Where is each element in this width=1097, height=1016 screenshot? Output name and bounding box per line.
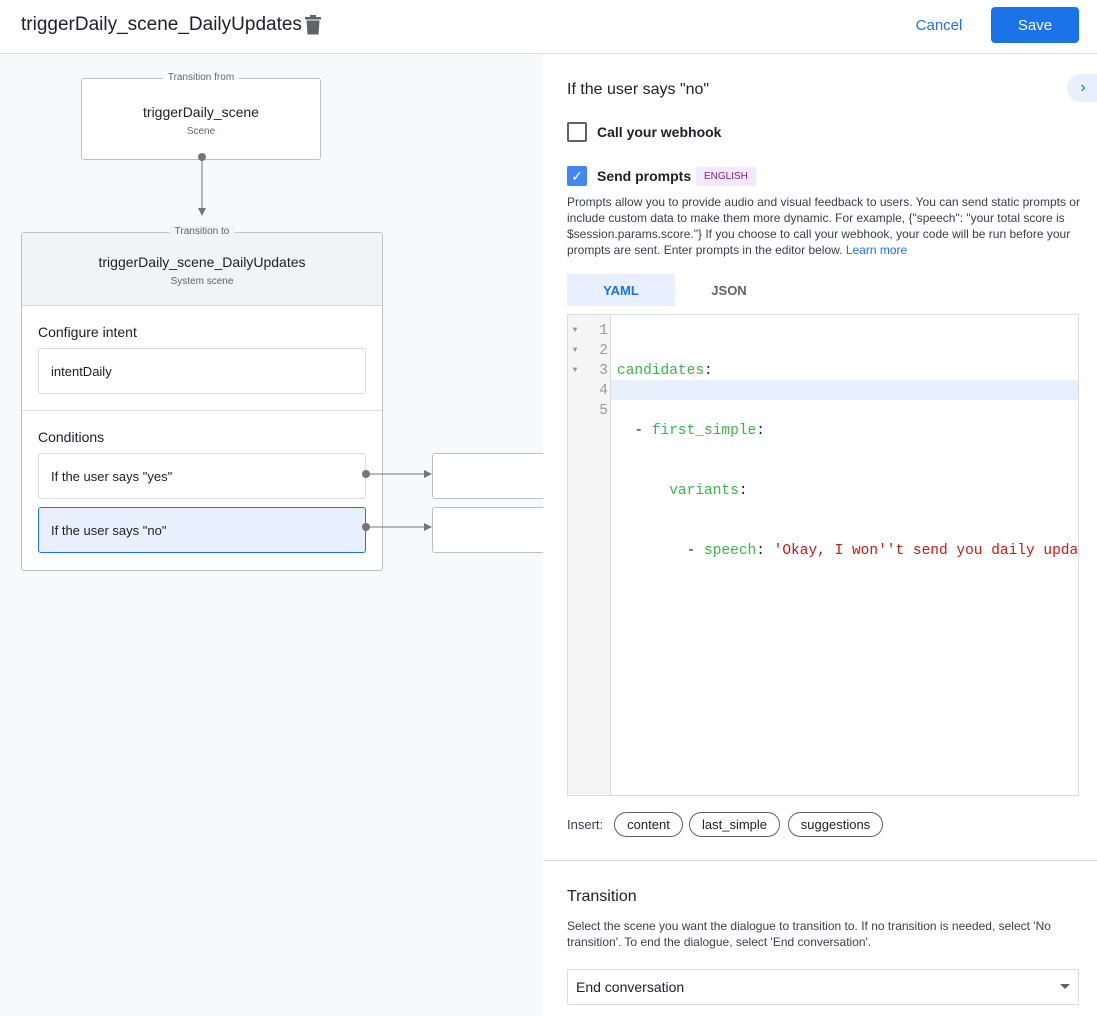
trash-icon[interactable] bbox=[304, 14, 322, 36]
cancel-button[interactable]: Cancel bbox=[905, 8, 973, 42]
condition-no[interactable]: If the user says "no" bbox=[38, 507, 366, 553]
header: triggerDaily_scene_DailyUpdates Cancel S… bbox=[0, 0, 1097, 54]
send-prompts-label: Send prompts bbox=[597, 168, 692, 184]
details-panel: › If the user says "no" Call your webhoo… bbox=[543, 54, 1097, 1016]
intent-field[interactable]: intentDaily bbox=[38, 348, 366, 394]
code-editor[interactable]: ▼1 ▼2 ▼3 4 5 candidates: - first_simple:… bbox=[567, 314, 1079, 796]
condition-yes[interactable]: If the user says "yes" bbox=[38, 453, 366, 499]
page-title: triggerDaily_scene_DailyUpdates bbox=[21, 14, 302, 35]
transition-heading: Transition bbox=[567, 888, 637, 905]
language-badge: ENGLISH bbox=[696, 167, 756, 186]
transition-description: Select the scene you want the dialogue t… bbox=[567, 919, 1051, 949]
scene-type: Scene bbox=[186, 126, 216, 137]
scene-name: triggerDaily_scene bbox=[143, 104, 259, 120]
send-prompts-checkbox[interactable]: ✓ bbox=[567, 166, 587, 186]
fold-icon[interactable]: ▼ bbox=[572, 366, 578, 375]
fold-icon[interactable]: ▼ bbox=[572, 346, 578, 355]
configure-intent-label: Configure intent bbox=[38, 324, 137, 340]
learn-more-link[interactable]: Learn more bbox=[845, 243, 908, 257]
transition-select[interactable]: End conversation bbox=[567, 969, 1079, 1005]
save-button[interactable]: Save bbox=[991, 7, 1079, 43]
webhook-checkbox[interactable] bbox=[567, 122, 587, 142]
connector-arrow bbox=[198, 153, 206, 216]
target-node-no[interactable] bbox=[432, 507, 543, 553]
insert-label: Insert: bbox=[567, 817, 604, 832]
conditions-label: Conditions bbox=[38, 429, 105, 445]
selected-value: End conversation bbox=[576, 979, 685, 995]
chevron-right-icon[interactable]: › bbox=[1067, 74, 1097, 102]
tab-yaml[interactable]: YAML bbox=[567, 274, 675, 306]
chip-last-simple[interactable]: last_simple bbox=[689, 812, 780, 837]
webhook-label: Call your webhook bbox=[597, 124, 722, 140]
line-gutter: ▼1 ▼2 ▼3 4 5 bbox=[568, 321, 608, 421]
code-lines: candidates: - first_simple: variants: - … bbox=[617, 363, 1077, 559]
scene-type: System scene bbox=[170, 276, 234, 287]
target-node-yes[interactable] bbox=[432, 453, 543, 499]
transition-from-label: Transition from bbox=[162, 72, 240, 83]
flow-canvas: Transition from triggerDaily_scene Scene… bbox=[0, 54, 543, 1016]
description-text: Prompts allow you to provide audio and v… bbox=[567, 195, 1080, 257]
prompts-description: Prompts allow you to provide audio and v… bbox=[567, 194, 1083, 258]
transition-to-label: Transition to bbox=[169, 226, 235, 237]
transition-from-node[interactable]: Transition from triggerDaily_scene Scene bbox=[81, 72, 321, 160]
scene-name: triggerDaily_scene_DailyUpdates bbox=[98, 254, 306, 270]
transition-to-node: Transition to triggerDaily_scene_DailyUp… bbox=[21, 226, 383, 571]
fold-icon[interactable]: ▼ bbox=[572, 326, 578, 335]
chip-content[interactable]: content bbox=[614, 812, 683, 837]
condition-connectors bbox=[362, 470, 432, 531]
dropdown-arrow-icon bbox=[1060, 984, 1070, 989]
chip-suggestions[interactable]: suggestions bbox=[788, 812, 883, 837]
panel-heading: If the user says "no" bbox=[567, 81, 710, 98]
tab-json[interactable]: JSON bbox=[711, 282, 747, 298]
